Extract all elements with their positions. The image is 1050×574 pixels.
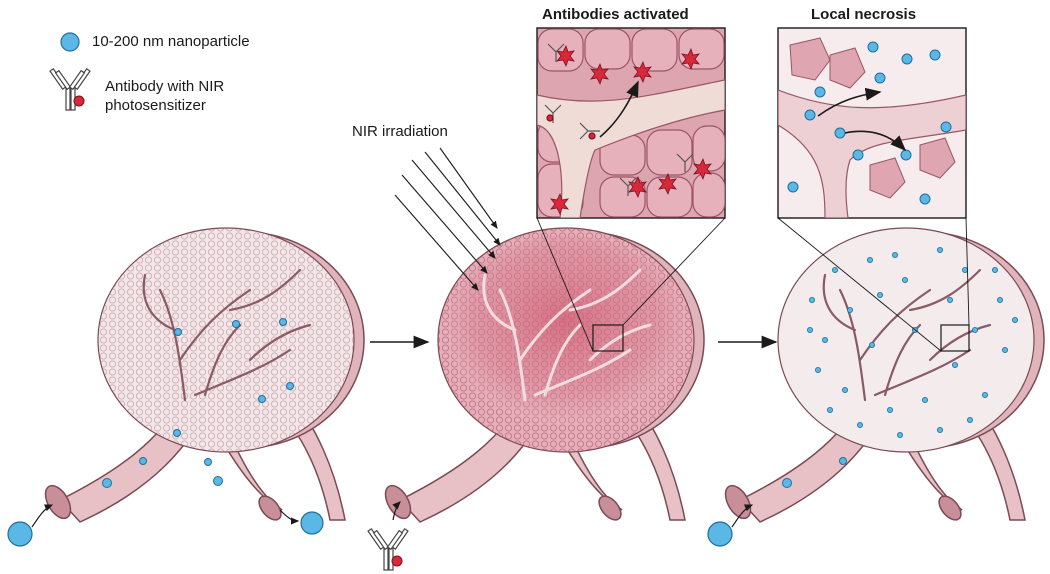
- antibodies-activated-title: Antibodies activated: [542, 6, 689, 23]
- nir-irradiation-label: NIR irradiation: [352, 123, 448, 140]
- tumor-panel-irradiated: [367, 147, 705, 571]
- zoom-lines-2: [777, 217, 970, 352]
- injected-antibody-icon: [367, 528, 409, 571]
- inset-antibodies-activated: [536, 27, 726, 219]
- entering-nanoparticle-3: [707, 521, 733, 547]
- legend-antibody-label-line2: photosensitizer: [105, 97, 206, 114]
- entering-nanoparticle: [7, 521, 33, 547]
- tumor-panel-before: [7, 227, 365, 547]
- legend: [49, 32, 91, 111]
- legend-antibody-icon: [49, 68, 91, 111]
- zoom-region-box-2: [940, 324, 970, 352]
- extravasation-arrow-2: [844, 130, 907, 152]
- nanoparticles-in-vessels: [102, 318, 294, 488]
- dispersed-nanoparticles: [807, 246, 1019, 438]
- nanoparticles-in-vessels-3: [782, 457, 847, 488]
- legend-nanoparticle-icon: [60, 32, 80, 52]
- inactive-antibodies: [544, 43, 694, 196]
- legend-nanoparticle-label: 10-200 nm nanoparticle: [92, 33, 250, 50]
- tumor-panel-necrosis: [707, 227, 1045, 547]
- extravasation-arrow-1: [817, 87, 882, 117]
- zoom-lines-1: [536, 217, 726, 352]
- exiting-nanoparticle: [300, 511, 324, 535]
- nir-irradiation-rays: [394, 147, 501, 291]
- activation-arrow: [599, 80, 639, 138]
- legend-antibody-label-line1: Antibody with NIR: [105, 78, 225, 95]
- local-necrosis-title: Local necrosis: [811, 6, 917, 23]
- zoom-region-box: [592, 324, 624, 352]
- activated-photosensitizers: [550, 44, 712, 216]
- released-nanoparticles: [787, 41, 952, 205]
- inset-local-necrosis: [777, 27, 967, 219]
